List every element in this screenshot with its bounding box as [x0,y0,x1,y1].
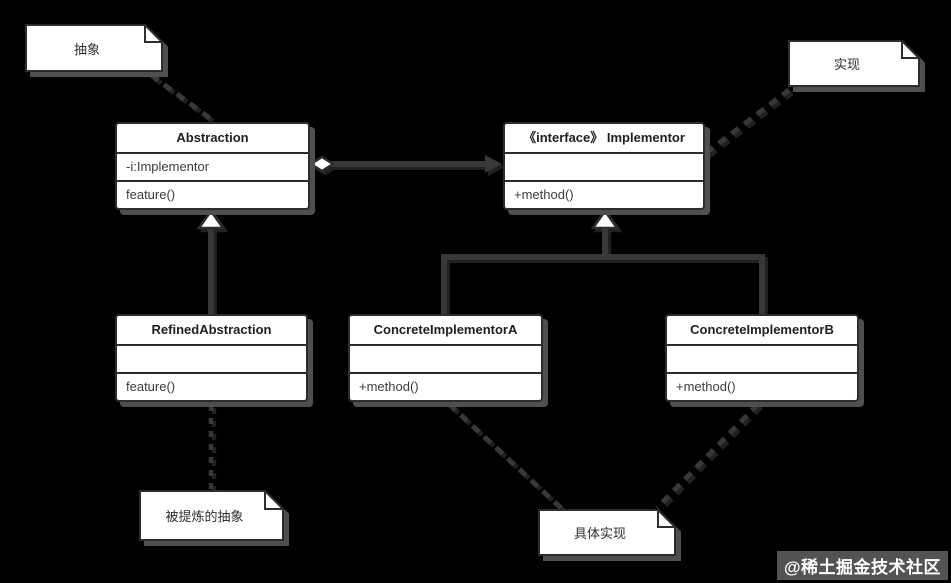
aggregation-arrow-icon [485,155,502,173]
class-attributes [350,346,541,374]
class-attributes [117,346,306,374]
class-implementor-interface: 《interface》 Implementor +method() [503,122,705,210]
note-text: 具体实现 [573,526,626,541]
class-methods: feature() [126,379,176,394]
class-methods: +method() [676,379,736,394]
class-title: ConcreteImplementorB [667,316,857,346]
class-concrete-implementor-a: ConcreteImplementorA +method() [348,314,543,402]
aggregation-diamond-icon [308,155,336,173]
note-text: 实现 [833,57,860,72]
note-text: 抽象 [73,41,100,57]
class-title: 《interface》 Implementor [505,124,703,154]
class-methods: +method() [514,187,574,202]
class-attributes [667,346,857,374]
note-link-concrete-a [447,402,563,510]
note-implementation: 实现 [788,40,920,87]
note-text: 被提炼的抽象 [165,509,244,524]
class-title: ConcreteImplementorA [350,316,541,346]
class-title: RefinedAbstraction [117,316,306,346]
note-link-implementation [704,88,791,155]
realization-connector [441,208,765,315]
class-concrete-implementor-b: ConcreteImplementorB +method() [665,314,859,402]
generalization-connector [196,208,226,315]
note-link-concrete-b [655,402,760,510]
class-refined-abstraction: RefinedAbstraction feature() [115,314,308,402]
note-abstraction: 抽象 [25,24,163,72]
note-shape [139,490,284,541]
class-title: Abstraction [117,124,308,154]
note-shape [538,509,676,556]
note-concrete-implementation: 具体实现 [538,509,676,556]
class-methods: +method() [359,379,419,394]
class-methods: feature() [126,187,176,202]
class-abstraction: Abstraction -i:Implementor feature() [115,122,310,210]
generalization-triangle-icon [196,208,226,230]
note-shape [25,24,163,72]
watermark: @稀土掘金技术社区 [777,551,948,580]
class-attributes: -i:Implementor [117,154,308,182]
realization-triangle-icon [590,208,620,230]
note-link-abstraction [149,72,217,125]
aggregation-connector [308,155,502,173]
note-shape [788,40,920,87]
note-refined-abstraction: 被提炼的抽象 [139,490,284,541]
class-attributes [505,154,703,182]
